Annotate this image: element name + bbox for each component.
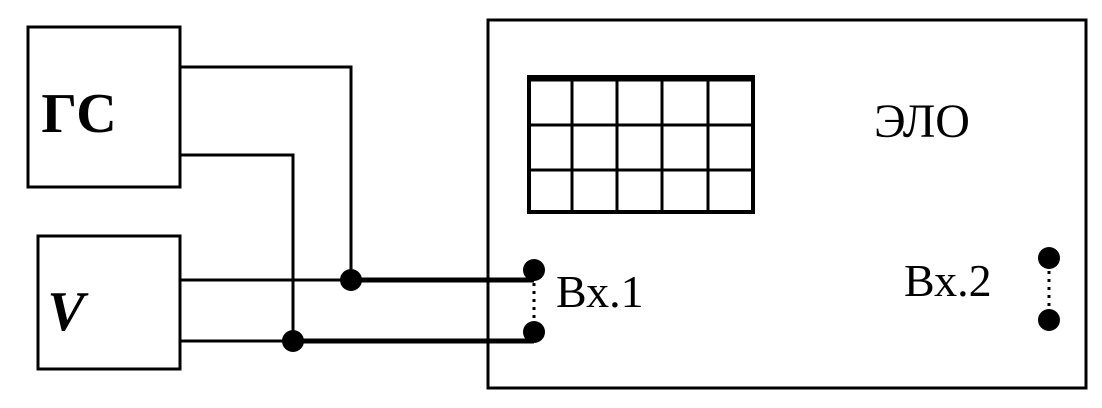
input2-terminal-top xyxy=(1038,247,1060,269)
junction-dot xyxy=(282,330,304,352)
generator-label: ГС xyxy=(41,83,116,145)
voltmeter-label: V xyxy=(47,281,89,343)
generator-lower-wire xyxy=(180,153,295,341)
screen-frame xyxy=(527,75,755,214)
input1-terminal-bottom xyxy=(523,321,545,343)
input2-label: Вх.2 xyxy=(904,255,992,306)
generator-box xyxy=(26,25,182,189)
oscilloscope-screen xyxy=(527,75,755,214)
input2-terminal-bottom xyxy=(1038,309,1060,331)
generator-upper-wire xyxy=(180,65,353,280)
oscilloscope-label: ЭЛО xyxy=(874,95,970,148)
voltmeter-box xyxy=(36,234,182,371)
junction-dot xyxy=(340,269,362,291)
input1-terminal-top xyxy=(523,259,545,281)
input1-label: Вх.1 xyxy=(556,266,644,317)
